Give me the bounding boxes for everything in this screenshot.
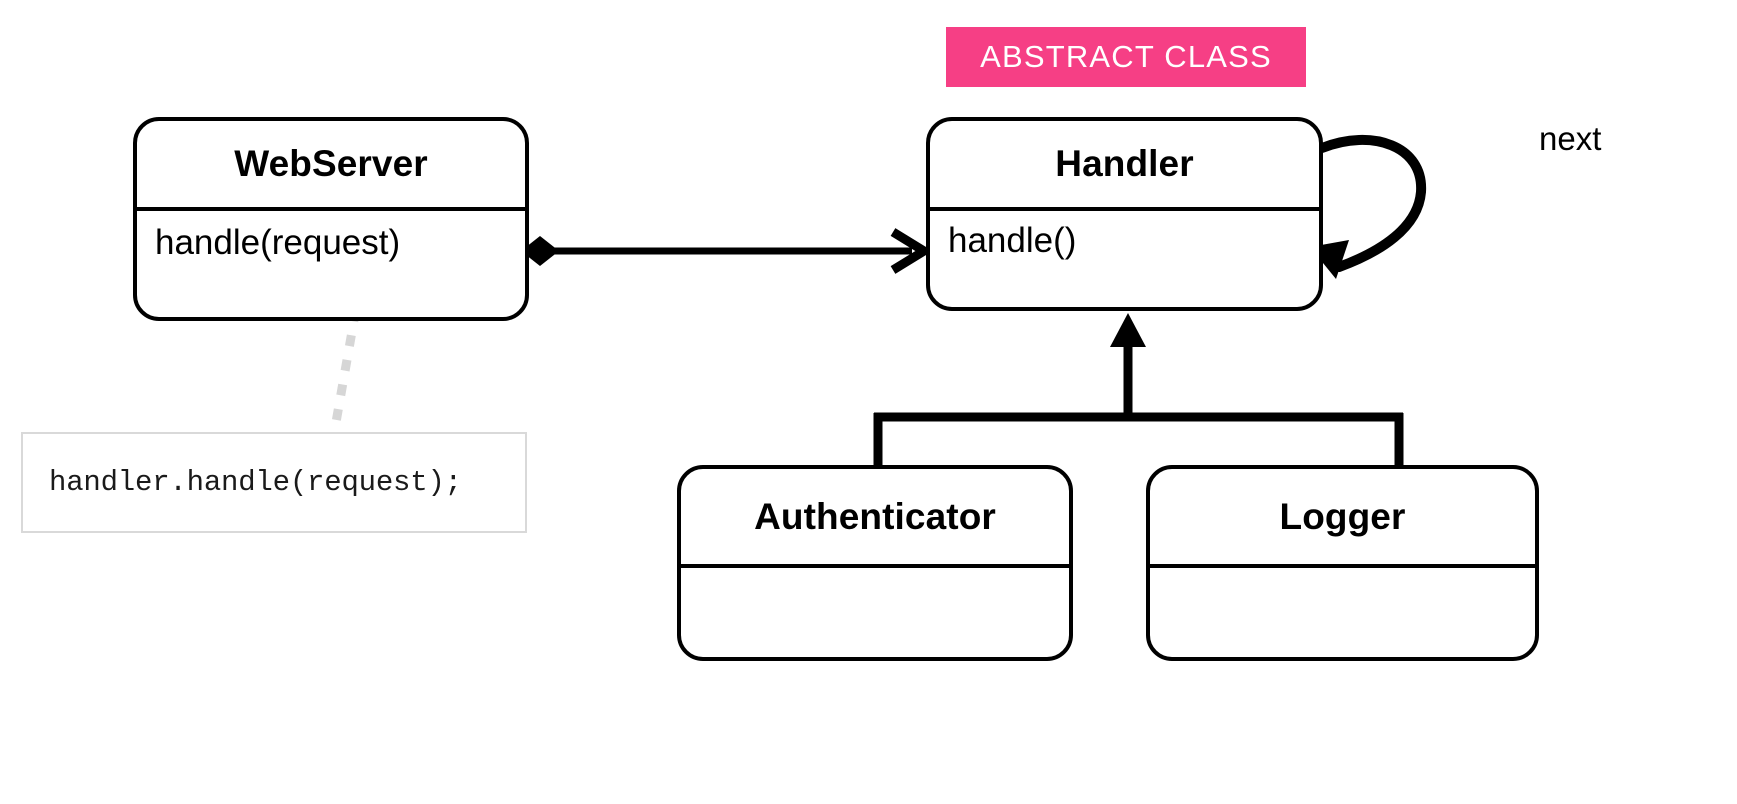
class-title-handler: Handler <box>1055 143 1194 184</box>
composition-open-arrowhead-icon <box>890 228 933 274</box>
class-divider <box>137 207 525 211</box>
class-divider <box>1150 564 1535 568</box>
self-loop-next-path <box>1317 135 1427 272</box>
class-title-webserver: WebServer <box>234 143 428 184</box>
class-title-authenticator: Authenticator <box>754 495 996 537</box>
inheritance-arrowhead-icon <box>1110 313 1146 347</box>
edge-label-next: next <box>1539 120 1602 157</box>
class-member: handle(request) <box>155 223 401 262</box>
class-member: handle() <box>948 221 1077 260</box>
class-box-handler[interactable]: Handler handle() <box>926 117 1323 311</box>
code-note-text: handler.handle(request); <box>49 466 462 499</box>
class-box-authenticator[interactable]: Authenticator <box>677 465 1073 661</box>
class-divider <box>681 564 1069 568</box>
status-badge-label: ABSTRACT CLASS <box>980 39 1272 74</box>
code-note-box: handler.handle(request); <box>21 432 527 533</box>
class-members-webserver: handle(request) <box>137 211 525 317</box>
class-box-webserver[interactable]: WebServer handle(request) <box>133 117 529 321</box>
class-members-handler: handle() <box>930 211 1319 307</box>
status-badge-abstract-class: ABSTRACT CLASS <box>946 27 1306 87</box>
class-divider <box>930 207 1319 211</box>
class-box-logger[interactable]: Logger <box>1146 465 1539 661</box>
class-members-logger <box>1150 568 1535 657</box>
class-title-logger: Logger <box>1279 495 1406 537</box>
class-members-authenticator <box>681 568 1069 657</box>
